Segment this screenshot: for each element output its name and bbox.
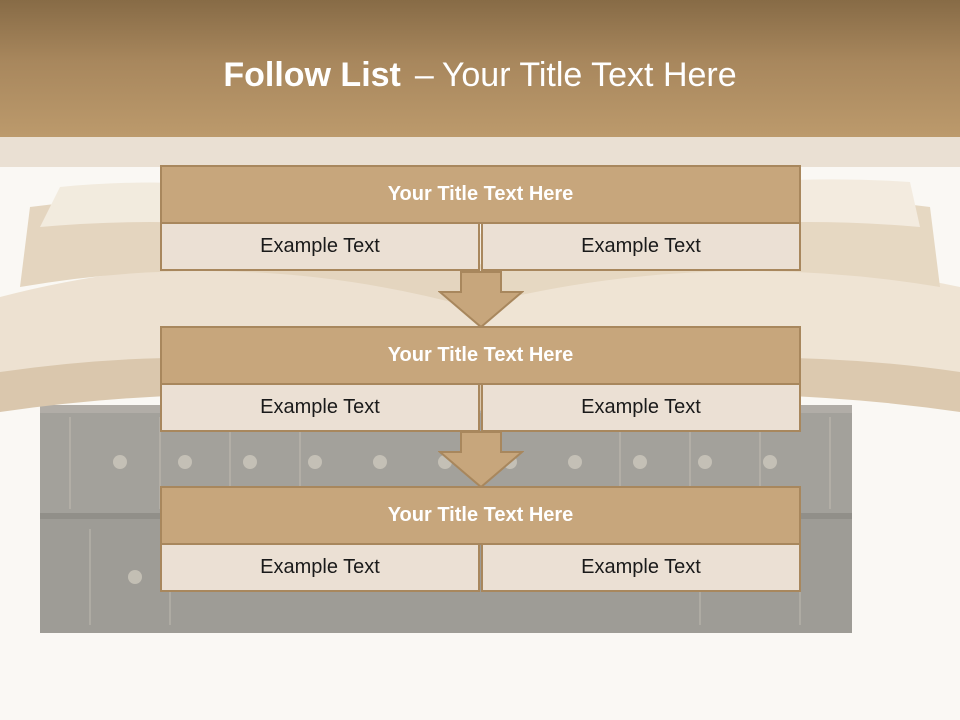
- page-title: Follow List–Your Title Text Here: [0, 52, 960, 98]
- block-cell-right: Example Text: [481, 543, 801, 592]
- list-block-1: Your Title Text Here Example Text Exampl…: [160, 165, 801, 271]
- block-title: Your Title Text Here: [160, 326, 801, 385]
- block-title: Your Title Text Here: [160, 165, 801, 224]
- block-title: Your Title Text Here: [160, 486, 801, 545]
- title-bold: Follow List: [223, 56, 401, 94]
- title-separator: –: [414, 56, 434, 94]
- block-cell-right: Example Text: [481, 383, 801, 432]
- list-block-2: Your Title Text Here Example Text Exampl…: [160, 326, 801, 432]
- title-rest: Your Title Text Here: [441, 56, 737, 94]
- down-arrow-icon: [438, 431, 524, 489]
- block-cell-left: Example Text: [160, 383, 480, 432]
- block-cell-right: Example Text: [481, 222, 801, 271]
- block-cell-left: Example Text: [160, 222, 480, 271]
- header-band: [0, 137, 960, 167]
- block-cell-left: Example Text: [160, 543, 480, 592]
- header-bar: [0, 0, 960, 137]
- list-block-3: Your Title Text Here Example Text Exampl…: [160, 486, 801, 592]
- down-arrow-icon: [438, 271, 524, 329]
